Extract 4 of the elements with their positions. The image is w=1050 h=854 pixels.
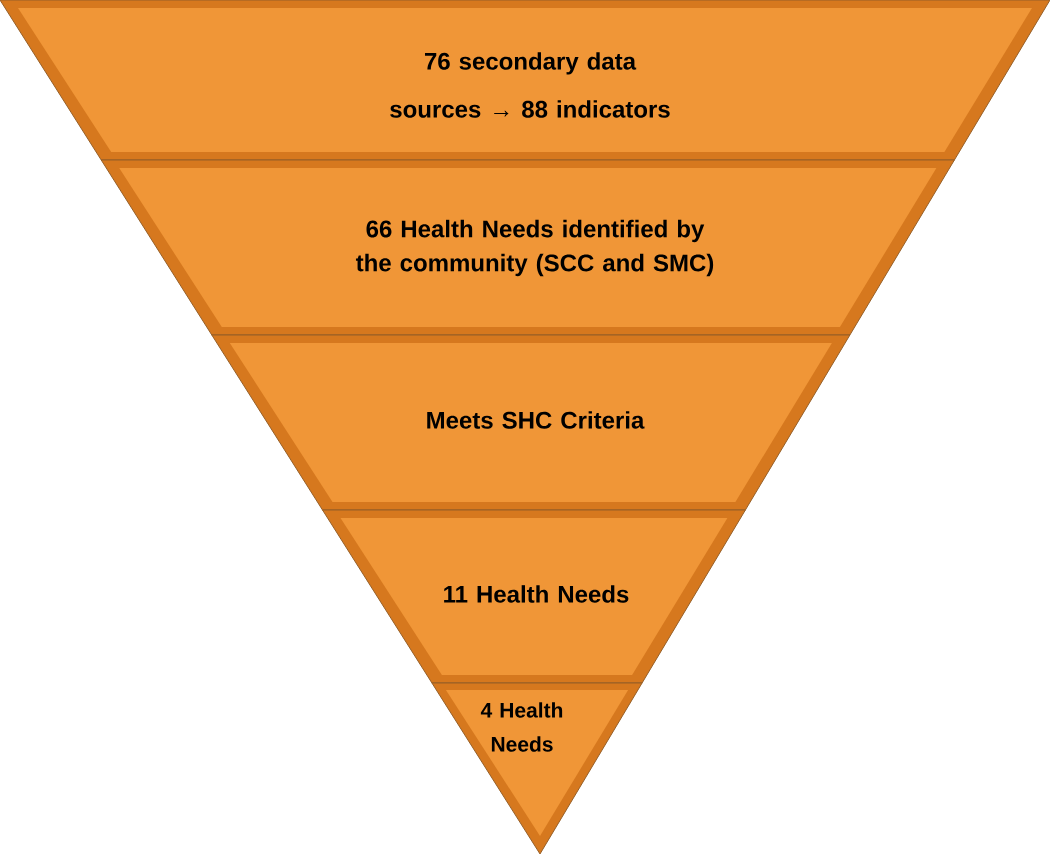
- funnel-band: Meets SHC Criteria: [211, 334, 851, 511]
- funnel-band: 4 Health Needs: [431, 682, 643, 854]
- funnel-band: 76 secondary data sources → 88 indicators: [0, 0, 1050, 161]
- funnel-band: 66 Health Needs identified by the community (SCC and SMC): [100, 159, 955, 336]
